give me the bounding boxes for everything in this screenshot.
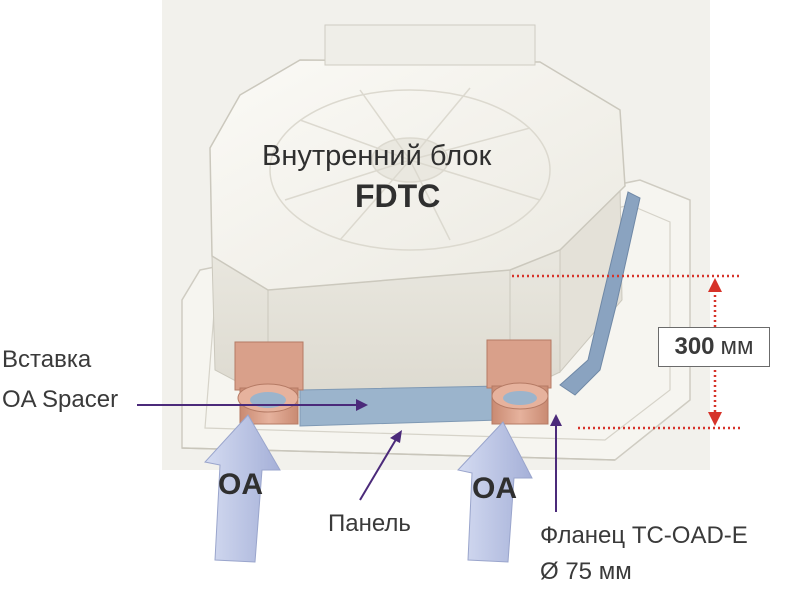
panel-label: Панель bbox=[328, 510, 411, 537]
dimension-arrow-down bbox=[708, 412, 722, 426]
leader-arrow-spacer bbox=[356, 399, 368, 411]
leader-arrow-panel bbox=[390, 430, 402, 443]
dimension-unit: мм bbox=[720, 333, 754, 360]
unit-title: Внутренний блок bbox=[262, 140, 492, 172]
flange-diameter-label: Ø 75 мм bbox=[540, 558, 632, 585]
left-duct bbox=[234, 341, 304, 425]
spacer-label: OA Spacer bbox=[2, 386, 119, 413]
insert-label: Вставка bbox=[2, 346, 92, 373]
oa-arrow-right bbox=[457, 421, 533, 563]
oa-label-left: OA bbox=[218, 468, 263, 501]
top-bracket bbox=[324, 24, 536, 66]
side-bracket bbox=[559, 191, 641, 396]
dimension-box: 300 мм bbox=[658, 327, 770, 367]
fan-motif bbox=[269, 87, 551, 251]
dimension-value: 300 bbox=[674, 333, 715, 360]
dimension-lines bbox=[512, 274, 742, 430]
leader-lines bbox=[137, 404, 557, 512]
leader-arrow-flange bbox=[550, 414, 562, 426]
unit-model: FDTC bbox=[355, 178, 441, 214]
flange-label: Фланец TC-OAD-E bbox=[540, 522, 748, 549]
oa-arrow-left bbox=[204, 414, 281, 563]
right-duct bbox=[486, 339, 552, 425]
oa-label-right: OA bbox=[472, 472, 517, 505]
dimension-arrow-up bbox=[708, 278, 722, 292]
